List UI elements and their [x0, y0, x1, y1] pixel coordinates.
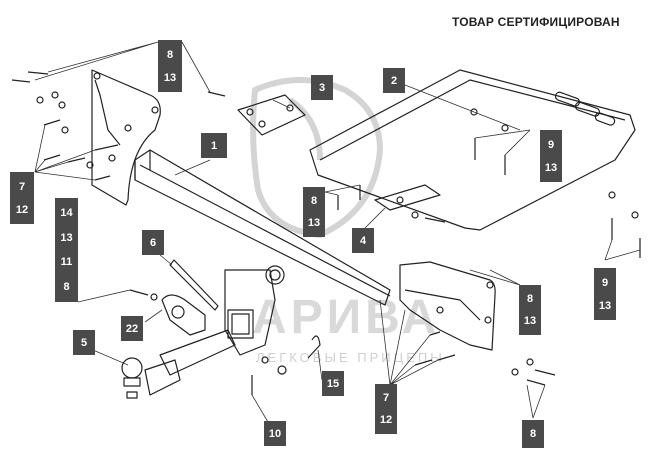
- callout-3: 3: [311, 75, 333, 100]
- callout-5: 5: [73, 330, 95, 355]
- callout-8-13-top: 8 13: [158, 40, 182, 92]
- callout-15: 15: [322, 371, 344, 396]
- part-number: 11: [60, 256, 73, 269]
- callout-8-13-right: 8 13: [519, 285, 541, 335]
- callout-9-13-top: 9 13: [540, 130, 562, 182]
- leader-lines: [34, 41, 641, 423]
- part-number: 13: [523, 315, 537, 327]
- bracket-part-4: [374, 184, 441, 211]
- callout-7-12-left: 7 12: [10, 172, 34, 224]
- hitch-receiver: [224, 269, 276, 356]
- socket-bracket: [161, 294, 206, 336]
- callout-6: 6: [142, 230, 164, 255]
- part-number: 13: [60, 231, 73, 244]
- part-number: 15: [326, 377, 340, 390]
- part-number: 8: [310, 195, 318, 207]
- part-number: 13: [544, 161, 558, 174]
- callout-8-bottom: 8: [522, 420, 544, 448]
- callout-7-12-bottom: 7 12: [375, 384, 397, 434]
- part-number: 8: [166, 48, 174, 61]
- part-number: 6: [149, 236, 157, 249]
- part-number: 13: [598, 299, 612, 312]
- right-bracket: [399, 261, 496, 351]
- part-number: 13: [163, 71, 177, 84]
- part-number: 8: [529, 428, 537, 440]
- part-number: 7: [18, 180, 26, 193]
- callout-4: 4: [352, 228, 374, 253]
- bolts-left: [11, 71, 119, 181]
- part-number: 4: [359, 234, 367, 247]
- part-number: 8: [63, 280, 70, 293]
- left-bracket: [91, 69, 161, 206]
- part-number: 13: [307, 217, 321, 229]
- callout-9-13-right: 9 13: [594, 268, 616, 320]
- part-number: 8: [526, 293, 534, 305]
- callout-22: 22: [121, 316, 143, 341]
- part-number: 5: [80, 336, 88, 349]
- watermark-logo: [250, 77, 383, 238]
- part-number: 1: [210, 139, 218, 152]
- watermark-brand: АРИВА: [252, 291, 441, 344]
- part-number: 9: [547, 138, 555, 151]
- part-number: 22: [125, 322, 139, 335]
- ball-mount-shank: [159, 329, 236, 376]
- frame-part-2: [309, 69, 636, 231]
- part-number: 10: [268, 427, 282, 440]
- callout-10: 10: [264, 421, 286, 446]
- callout-1: 1: [201, 133, 227, 158]
- part-number: 2: [390, 74, 398, 87]
- bracket-part-3: [237, 94, 306, 136]
- tow-ball: [121, 357, 143, 379]
- part-number: 12: [15, 203, 29, 216]
- part-number: 12: [379, 414, 393, 426]
- watermark-tagline: ЛЕГКОВЫЕ ПРИЦЕПЫ: [256, 350, 445, 365]
- part-number: 9: [601, 276, 609, 289]
- part-number: 3: [318, 81, 326, 94]
- part-number: 7: [382, 392, 390, 404]
- callout-2: 2: [383, 68, 405, 93]
- part-number: 14: [60, 207, 73, 220]
- callout-8-13-mid: 8 13: [303, 187, 325, 237]
- pin-part-6: [169, 259, 219, 311]
- certification-title: ТОВАР СЕРТИФИЦИРОВАН: [452, 15, 620, 29]
- callout-14-13-11-8: 14 13 11 8: [55, 198, 78, 302]
